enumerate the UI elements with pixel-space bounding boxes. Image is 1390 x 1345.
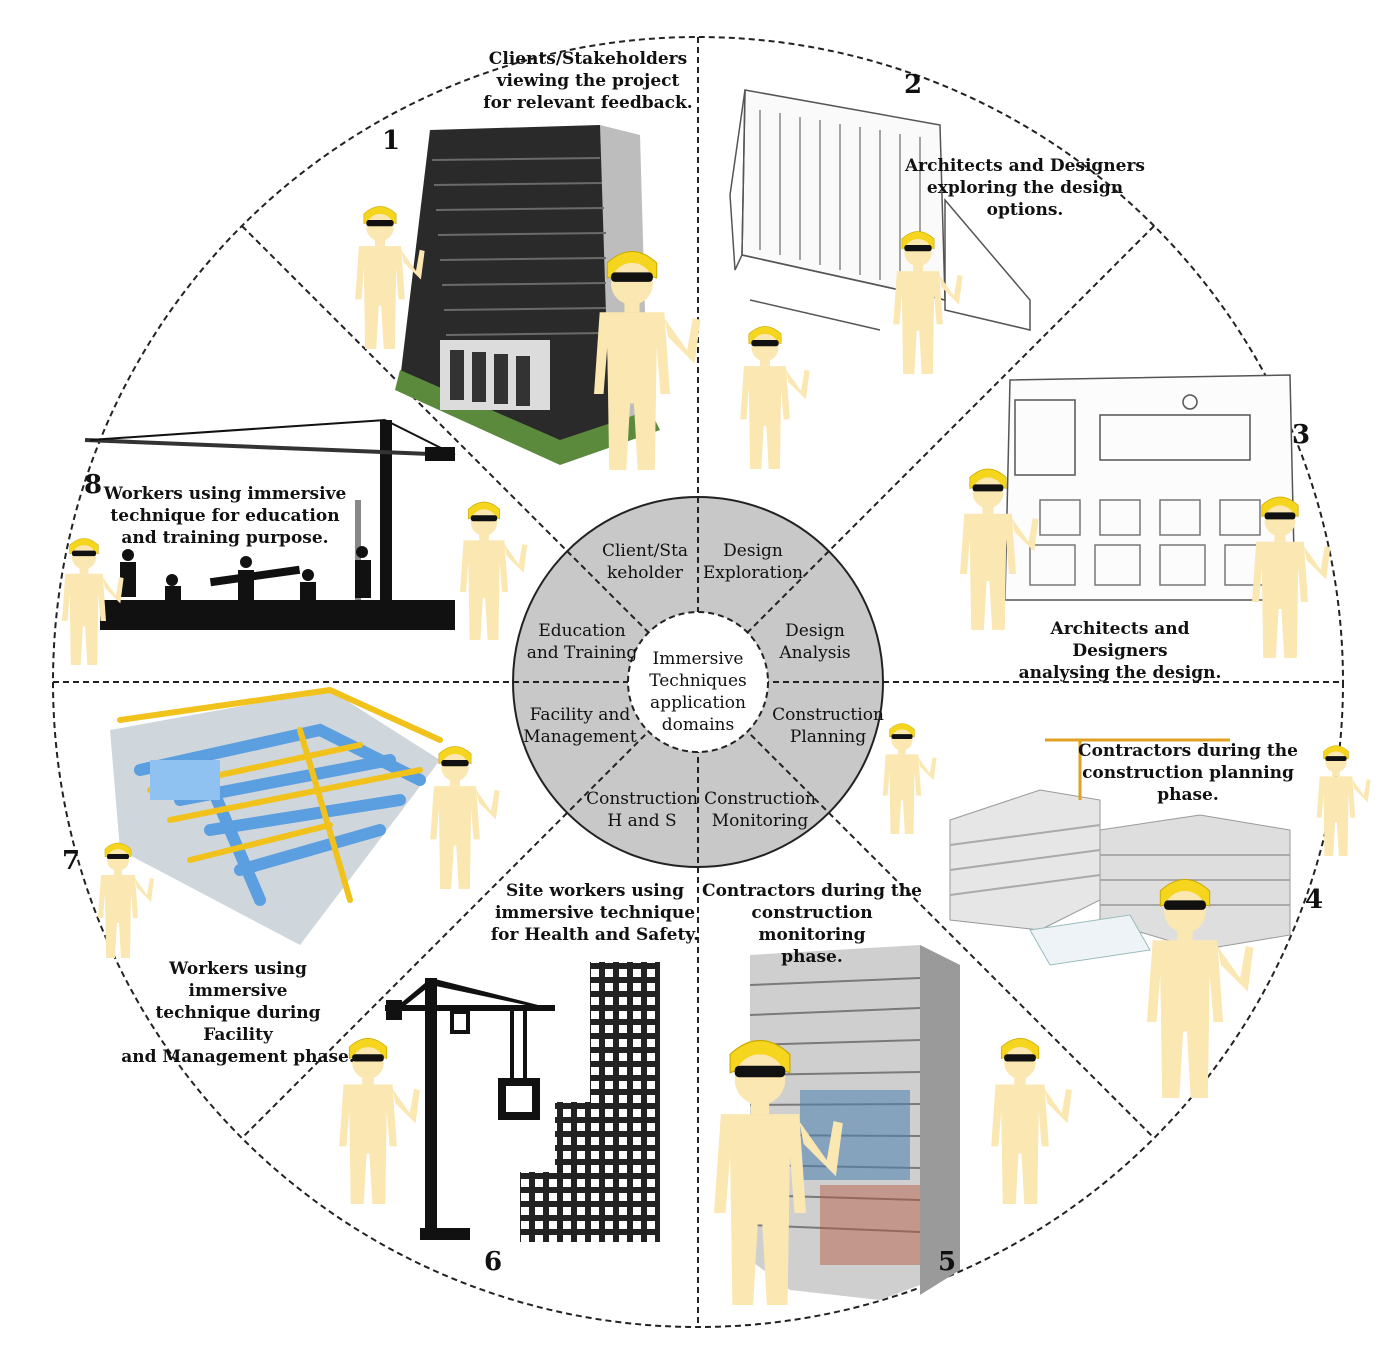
ring-label-design-exploration: Design Exploration — [702, 541, 804, 584]
ring-label-education-training: Education and Training — [526, 621, 638, 664]
ring-label-construction-monitoring: Construction Monitoring — [704, 789, 816, 832]
ring-label-client-stakeholder: Client/Sta keholder — [601, 541, 689, 584]
section-number-1: 1 — [382, 126, 401, 156]
description-6: Site workers using immersive technique f… — [490, 881, 700, 946]
section-number-8: 8 — [84, 470, 103, 500]
illustration-construction-site-silhouette — [84, 419, 456, 630]
section-number-2: 2 — [904, 70, 923, 100]
ring-label-construction-hs: Construction H and S — [586, 789, 698, 832]
ring-label-design-analysis: Design Analysis — [779, 621, 851, 664]
description-5: Contractors during the construction moni… — [702, 881, 922, 968]
section-number-7: 7 — [62, 846, 81, 876]
description-3: Architects and Designers analysing the d… — [1018, 619, 1222, 684]
illustration-building-sketch — [729, 89, 1031, 331]
ring-label-facility-management: Facility and Management — [523, 705, 637, 748]
section-number-4: 4 — [1305, 885, 1324, 915]
illustration-classroom-sketch — [1004, 374, 1296, 601]
illustration-high-rise-building — [395, 125, 660, 465]
illustration-crane-and-building-icon — [385, 962, 660, 1242]
ring-label-construction-planning: Construction Planning — [772, 705, 884, 748]
domain-ring — [512, 496, 884, 868]
illustration-mep-services-model — [110, 686, 443, 945]
description-7: Workers using immersive technique during… — [121, 959, 355, 1068]
center-label: Immersive Techniques application domains — [649, 649, 747, 736]
description-1: Clients/Stakeholders viewing the project… — [483, 49, 693, 114]
description-2: Architects and Designers exploring the d… — [904, 156, 1146, 221]
description-4: Contractors during the construction plan… — [1078, 741, 1298, 806]
section-number-3: 3 — [1292, 420, 1311, 450]
description-8: Workers using immersive technique for ed… — [103, 484, 347, 549]
center-hub — [627, 611, 769, 753]
section-number-5: 5 — [938, 1247, 957, 1277]
section-number-6: 6 — [484, 1247, 503, 1277]
